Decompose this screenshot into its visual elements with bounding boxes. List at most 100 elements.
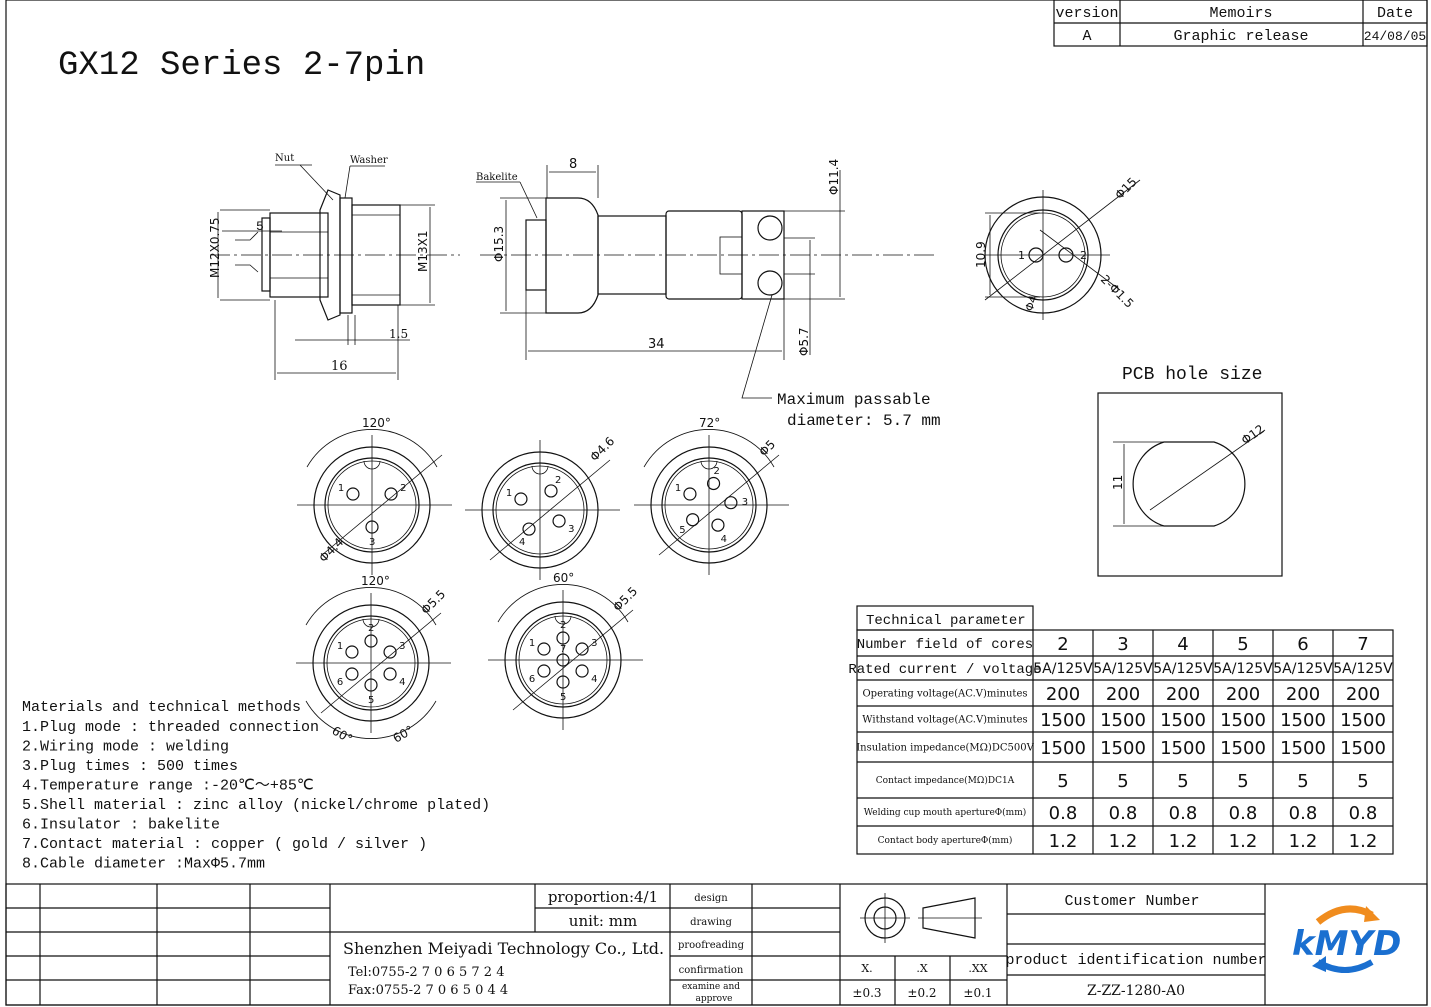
- title-block: proportion:4/1 unit: mm Shenzhen Meiyadi…: [5, 883, 1428, 1006]
- pin-label: 2: [1080, 249, 1087, 262]
- dim-pin: 2-Φ1.5: [1098, 272, 1137, 311]
- pin-label: 5: [368, 695, 374, 706]
- cell-value: 1.2: [1109, 831, 1138, 852]
- kmyd-logo: kMYD: [1292, 905, 1401, 973]
- cell-value: 5A/125V: [1273, 661, 1333, 677]
- revision-memoirs: Graphic release: [1173, 28, 1308, 45]
- pin-label: 3: [742, 497, 748, 508]
- tol-value-0: ±0.3: [852, 986, 881, 1000]
- cell-value: 5: [1177, 771, 1188, 792]
- cell-value: 5: [1357, 771, 1368, 792]
- pin-label: 4: [591, 674, 597, 685]
- pin-label: 4: [399, 677, 405, 688]
- revision-table: version Memoirs Date A Graphic release 2…: [1053, 0, 1428, 47]
- pin-hole: [537, 642, 551, 656]
- materials-title: Materials and technical methods: [22, 699, 301, 716]
- tol-value-1: ±0.2: [907, 986, 936, 1000]
- pin-label: 1: [675, 483, 681, 494]
- pin-label: 6: [529, 674, 535, 685]
- row-label: Insulation impedance(MΩ)DC500V: [856, 743, 1034, 754]
- product-id: Z-ZZ-1280-A0: [1087, 983, 1185, 999]
- cell-value: 1500: [1160, 738, 1206, 759]
- cell-value: 200: [1046, 684, 1080, 705]
- cell-value: 1500: [1220, 738, 1266, 759]
- cell-value: 5A/125V: [1033, 661, 1093, 677]
- pin-label: 3: [399, 641, 405, 652]
- pin-hole: [552, 514, 566, 528]
- revision-header-memoirs: Memoirs: [1209, 5, 1272, 22]
- note-max-passable: Maximum passable: [777, 391, 931, 409]
- cell-value: 0.8: [1109, 803, 1138, 824]
- row-label: Number field of cores: [857, 637, 1033, 653]
- table-title: Technical parameter: [866, 613, 1026, 629]
- pin-hole: [556, 675, 570, 689]
- angle-label: 60°: [553, 571, 574, 585]
- pin-label: 1: [338, 483, 344, 494]
- label-bakelite: Bakelite: [476, 172, 518, 183]
- dim-thread-m13: M13X1: [416, 231, 430, 272]
- cell-value: 1.2: [1169, 831, 1198, 852]
- projection-symbol-icon: [860, 893, 982, 943]
- role-examine: examine and: [682, 982, 740, 992]
- company-tel: Tel:0755-2 7 0 6 5 7 2 4: [348, 965, 504, 980]
- cell-value: 1500: [1220, 710, 1266, 731]
- pin-label: 3: [591, 638, 597, 649]
- angle-label: 120°: [362, 416, 391, 430]
- row-label: Contact body apertureΦ(mm): [878, 835, 1013, 846]
- pcb-title: PCB hole size: [1122, 365, 1262, 385]
- dim-11-4: Φ11.4: [827, 159, 841, 195]
- cell-value: 1.2: [1229, 831, 1258, 852]
- pin-label: 2: [368, 623, 374, 634]
- pin-hole: [364, 634, 378, 648]
- dim-5: 5: [256, 219, 264, 234]
- cell-value: 0.8: [1349, 803, 1378, 824]
- cell-value: 5: [1237, 771, 1248, 792]
- pin-hole: [383, 667, 397, 681]
- cell-value: 200: [1106, 684, 1140, 705]
- row-label: Rated current / voltage: [848, 662, 1041, 678]
- cell-value: 1500: [1100, 738, 1146, 759]
- diameter-label: Φ5.5: [418, 587, 448, 617]
- pin-label: 4: [721, 534, 727, 545]
- row-label: Operating voltage(AC.V)minutes: [862, 689, 1027, 700]
- front-view-2pin: 1 2 Φ15 10.9 2-Φ1.5 Φ4: [974, 175, 1141, 320]
- pin-hole: [384, 487, 398, 501]
- cell-value: 3: [1117, 634, 1128, 655]
- pin-label: 3: [369, 537, 375, 548]
- diameter-label: Φ4.4: [316, 535, 346, 565]
- materials-item: 5.Shell material : zinc alloy (nickel/ch…: [22, 797, 490, 814]
- dim-16: 16: [331, 359, 348, 374]
- drawing-title: GX12 Series 2-7pin: [58, 47, 425, 85]
- angle-label: 72°: [699, 416, 720, 430]
- pin-hole: [365, 520, 379, 534]
- tol-header-0: X.: [861, 962, 872, 975]
- cell-value: 1500: [1040, 710, 1086, 731]
- dim-1-5: 1.5: [389, 327, 408, 341]
- product-id-label: product identification number: [1005, 952, 1266, 969]
- role-design: design: [694, 893, 728, 904]
- dim-8: 8: [569, 157, 577, 172]
- row-label: Withstand voltage(AC.V)minutes: [862, 715, 1027, 726]
- diameter-label: Φ4.6: [587, 434, 617, 464]
- pin-hole: [522, 522, 536, 536]
- pin-hole: [364, 678, 378, 692]
- revision-header-date: Date: [1377, 5, 1413, 22]
- company-fax: Fax:0755-2 7 0 6 5 0 4 4: [348, 983, 508, 998]
- materials-item: 7.Contact material : copper ( gold / sil…: [22, 836, 427, 853]
- customer-number-label: Customer Number: [1064, 893, 1199, 910]
- dim-10-9: 10.9: [974, 241, 988, 268]
- cell-value: 200: [1166, 684, 1200, 705]
- cell-value: 1.2: [1349, 831, 1378, 852]
- row-label: Welding cup mouth apertureΦ(mm): [864, 807, 1027, 818]
- cell-value: 5A/125V: [1093, 661, 1153, 677]
- dim-34: 34: [648, 337, 665, 352]
- pcb-hole-size: PCB hole size 11 Φ12: [1097, 365, 1283, 577]
